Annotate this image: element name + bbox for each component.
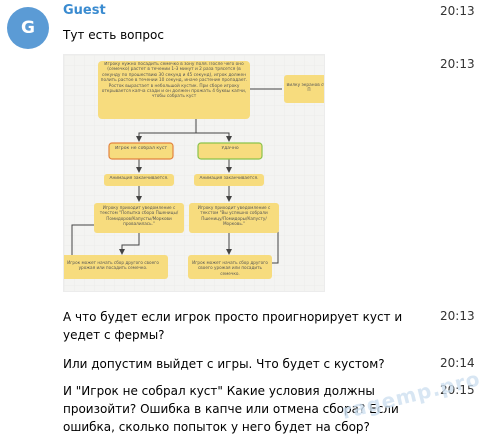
flow-start-text: Игроку нужно посадить семечко в зону пол… [100,62,248,100]
flow-anim-left-text: Анимация заканчивается. [109,176,169,181]
flow-notify-left-box [94,203,184,233]
message-time: 20:15 [440,383,475,397]
avatar-initial: G [21,18,35,38]
flow-anim-right-box [194,174,264,186]
flow-anim-left-box [104,174,174,186]
message-text: Тут есть вопрос [63,28,164,42]
flow-anim-right-text: Анимация заканчивается. [199,176,259,181]
flow-notify-left-text: Игроку приходит уведомление с текстом "П… [99,205,179,226]
flow-end-right-text: Игрок может начать сбор другого своего у… [192,260,268,276]
flowchart-image: Игроку нужно посадить семечко в зону пол… [64,55,324,291]
flow-success-box [197,142,263,160]
sender-name[interactable]: Guest [63,3,106,18]
flow-side-box [284,75,324,103]
flow-side-text: Вилку экранов сбор П [286,83,324,94]
flow-end-right-box [188,255,272,279]
message-text: Или допустим выйдет с игры. Что будет с … [63,357,385,371]
image-attachment[interactable]: Игроку нужно посадить семечко в зону пол… [63,54,325,292]
flow-success-text: Удачно [221,146,239,151]
flow-fail-text: Игрок не собрал куст [114,146,168,151]
avatar[interactable]: G [7,7,49,49]
message-text: И "Игрок не собрал куст" Какие условия д… [63,384,399,434]
message-time: 20:13 [440,4,475,18]
flow-end-left-text: Игрок может начать сбор другого своего у… [67,260,159,271]
message-time: 20:13 [440,57,475,71]
message-text: А что будет если игрок просто проигнорир… [63,310,403,342]
flow-fail-box [108,142,174,160]
flow-notify-right-box [189,203,279,233]
flow-end-left-box [64,255,168,279]
message-time: 20:13 [440,309,475,323]
flow-start-box [98,61,250,119]
flow-notify-right-text: Игроку приходит уведомление с текстом "В… [197,205,271,226]
message-time: 20:14 [440,356,475,370]
